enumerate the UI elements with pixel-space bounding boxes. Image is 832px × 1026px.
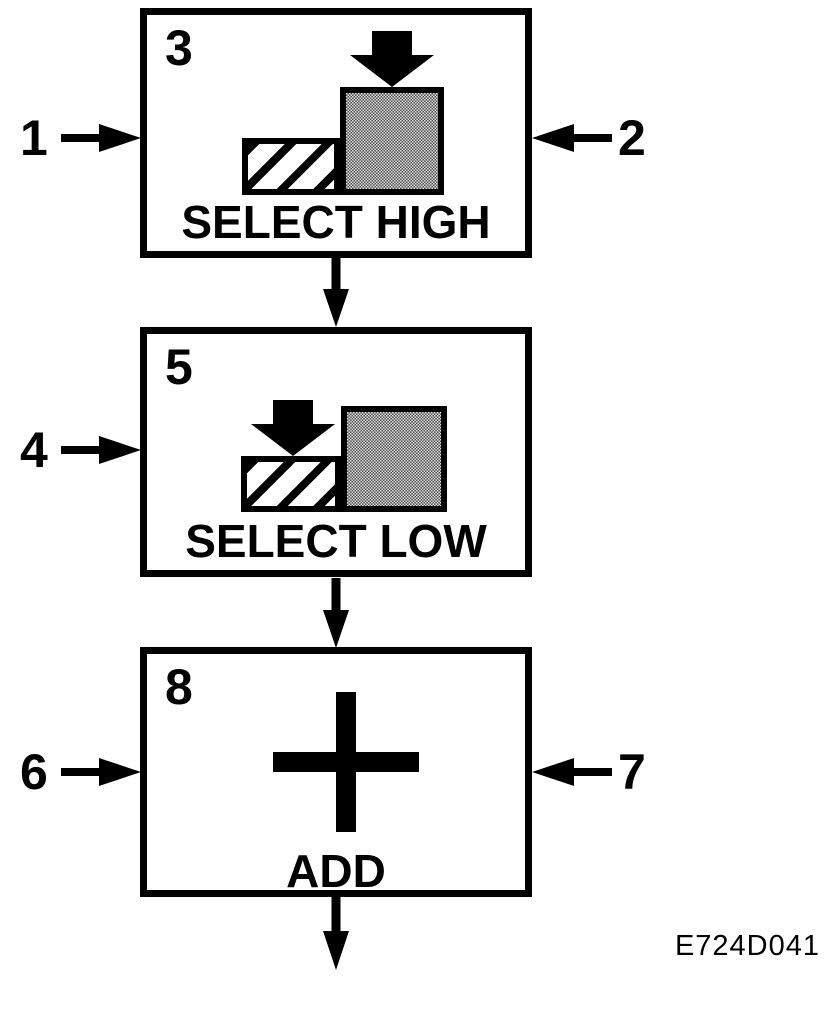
flow-arrow-box2-to-box3 bbox=[323, 578, 349, 648]
callout-2: 2 bbox=[532, 110, 646, 166]
high-bar-gray bbox=[341, 406, 447, 512]
arrow-left-icon bbox=[532, 124, 612, 152]
plus-icon bbox=[273, 692, 419, 832]
step-caption: SELECT HIGH bbox=[181, 196, 491, 248]
arrow-right-icon bbox=[60, 124, 141, 152]
callout-6: 6 bbox=[20, 744, 141, 800]
callout-label: 2 bbox=[618, 110, 646, 166]
callout-label: 6 bbox=[20, 744, 48, 800]
callout-1: 1 bbox=[20, 110, 141, 166]
low-bar-hatched bbox=[241, 456, 341, 512]
flow-arrow-box1-to-box2 bbox=[323, 256, 349, 327]
arrow-left-icon bbox=[532, 758, 612, 786]
callout-7: 7 bbox=[532, 744, 646, 800]
callout-label: 1 bbox=[20, 110, 48, 166]
step-box-select-low: 5 SELECT LOW bbox=[140, 327, 532, 577]
down-arrow-icon bbox=[350, 31, 434, 87]
callout-label: 4 bbox=[20, 422, 48, 478]
high-bar-gray bbox=[340, 87, 444, 195]
step-caption: ADD bbox=[286, 845, 386, 897]
flow-arrow-exit bbox=[323, 896, 349, 970]
step-box-select-high: 3 SELECT HIGH bbox=[140, 8, 532, 258]
callout-4: 4 bbox=[20, 422, 141, 478]
step-number: 3 bbox=[165, 20, 193, 76]
step-box-add: 8 ADD bbox=[140, 647, 532, 897]
low-bar-hatched bbox=[242, 138, 340, 195]
figure-code: E724D041 bbox=[674, 930, 820, 962]
callout-label: 7 bbox=[618, 744, 646, 800]
arrow-right-icon bbox=[60, 436, 141, 464]
step-number: 5 bbox=[165, 339, 193, 395]
down-arrow-icon bbox=[251, 400, 335, 456]
step-caption: SELECT LOW bbox=[185, 515, 487, 567]
arrow-right-icon bbox=[60, 758, 141, 786]
step-number: 8 bbox=[165, 659, 193, 715]
